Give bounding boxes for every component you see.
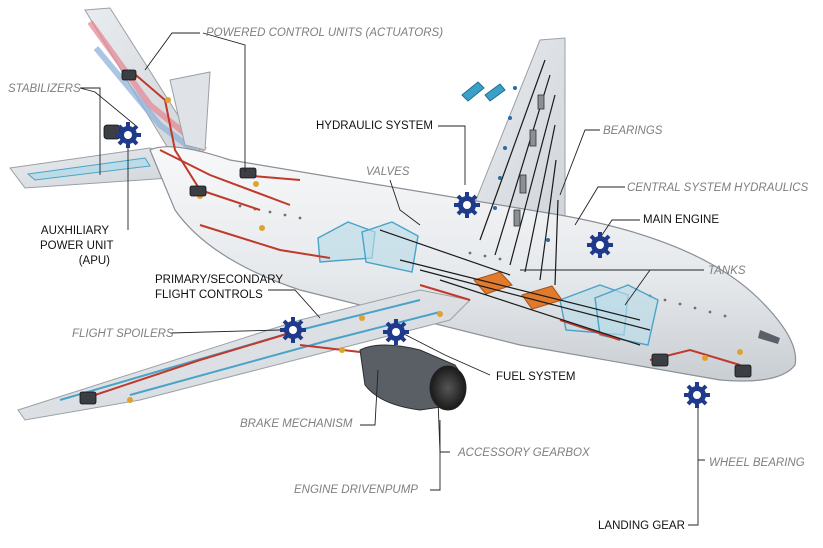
label-stabilizers: STABILIZERS	[8, 83, 81, 95]
label-wheel-bearing: WHEEL BEARING	[709, 457, 805, 469]
actuator-units	[79, 69, 752, 405]
label-brake-mechanism: BRAKE MECHANISM	[240, 418, 353, 430]
label-central-system-hydraulics: CENTRAL SYSTEM HYDRAULICS	[627, 182, 809, 194]
label-flight-controls-line2: FLIGHT CONTROLS	[155, 289, 263, 301]
label-tanks: TANKS	[708, 265, 746, 277]
label-valves: VALVES	[366, 166, 410, 178]
label-accessory-gearbox: ACCESSORY GEARBOX	[458, 447, 590, 459]
leader-lines	[79, 32, 705, 526]
label-flight-controls-line1: PRIMARY/SECONDARY	[155, 274, 284, 286]
window-row	[238, 204, 727, 318]
label-apu: AUXHILIARY POWER UNIT (APU)	[40, 224, 114, 269]
wing-actuator-boxes	[513, 94, 545, 227]
wiring-nodes	[493, 86, 550, 242]
label-bearings: BEARINGS	[603, 125, 663, 137]
hydraulic-wiring	[379, 59, 651, 346]
label-landing-gear: LANDING GEAR	[598, 520, 685, 532]
gear-icon	[587, 232, 613, 258]
near-wing	[17, 289, 472, 421]
hydraulic-lines	[79, 69, 741, 401]
label-apu-line1: AUXHILIARY	[40, 225, 110, 237]
gear-icon	[684, 382, 710, 408]
tail-fin-rear	[169, 71, 211, 151]
label-main-engine: MAIN ENGINE	[643, 214, 720, 226]
label-apu-line3: (APU)	[78, 255, 110, 267]
gear-icon	[383, 319, 409, 345]
gear-icon	[115, 122, 141, 148]
label-hydraulic-system: HYDRAULIC SYSTEM	[316, 120, 433, 132]
fuel-tanks	[317, 221, 659, 346]
label-engine-drivenpump: ENGINE DRIVENPUMP	[294, 484, 418, 496]
cockpit-window	[758, 330, 780, 344]
label-flight-controls: PRIMARY/SECONDARY FLIGHT CONTROLS	[155, 273, 283, 303]
label-flight-spoilers: FLIGHT SPOILERS	[72, 328, 174, 340]
stabilizer-blue-panel	[26, 157, 151, 181]
solar-panel-icon	[461, 81, 506, 102]
near-wing-blue-edge-2	[129, 311, 441, 396]
gear-icon	[454, 192, 480, 218]
label-fuel-system: FUEL SYSTEM	[496, 371, 576, 383]
gear-icon	[280, 317, 306, 343]
label-powered-control-units: POWERED CONTROL UNITS (ACTUATORS)	[206, 27, 444, 39]
label-apu-line2: POWER UNIT	[40, 240, 114, 252]
near-engine-intake	[429, 365, 467, 411]
